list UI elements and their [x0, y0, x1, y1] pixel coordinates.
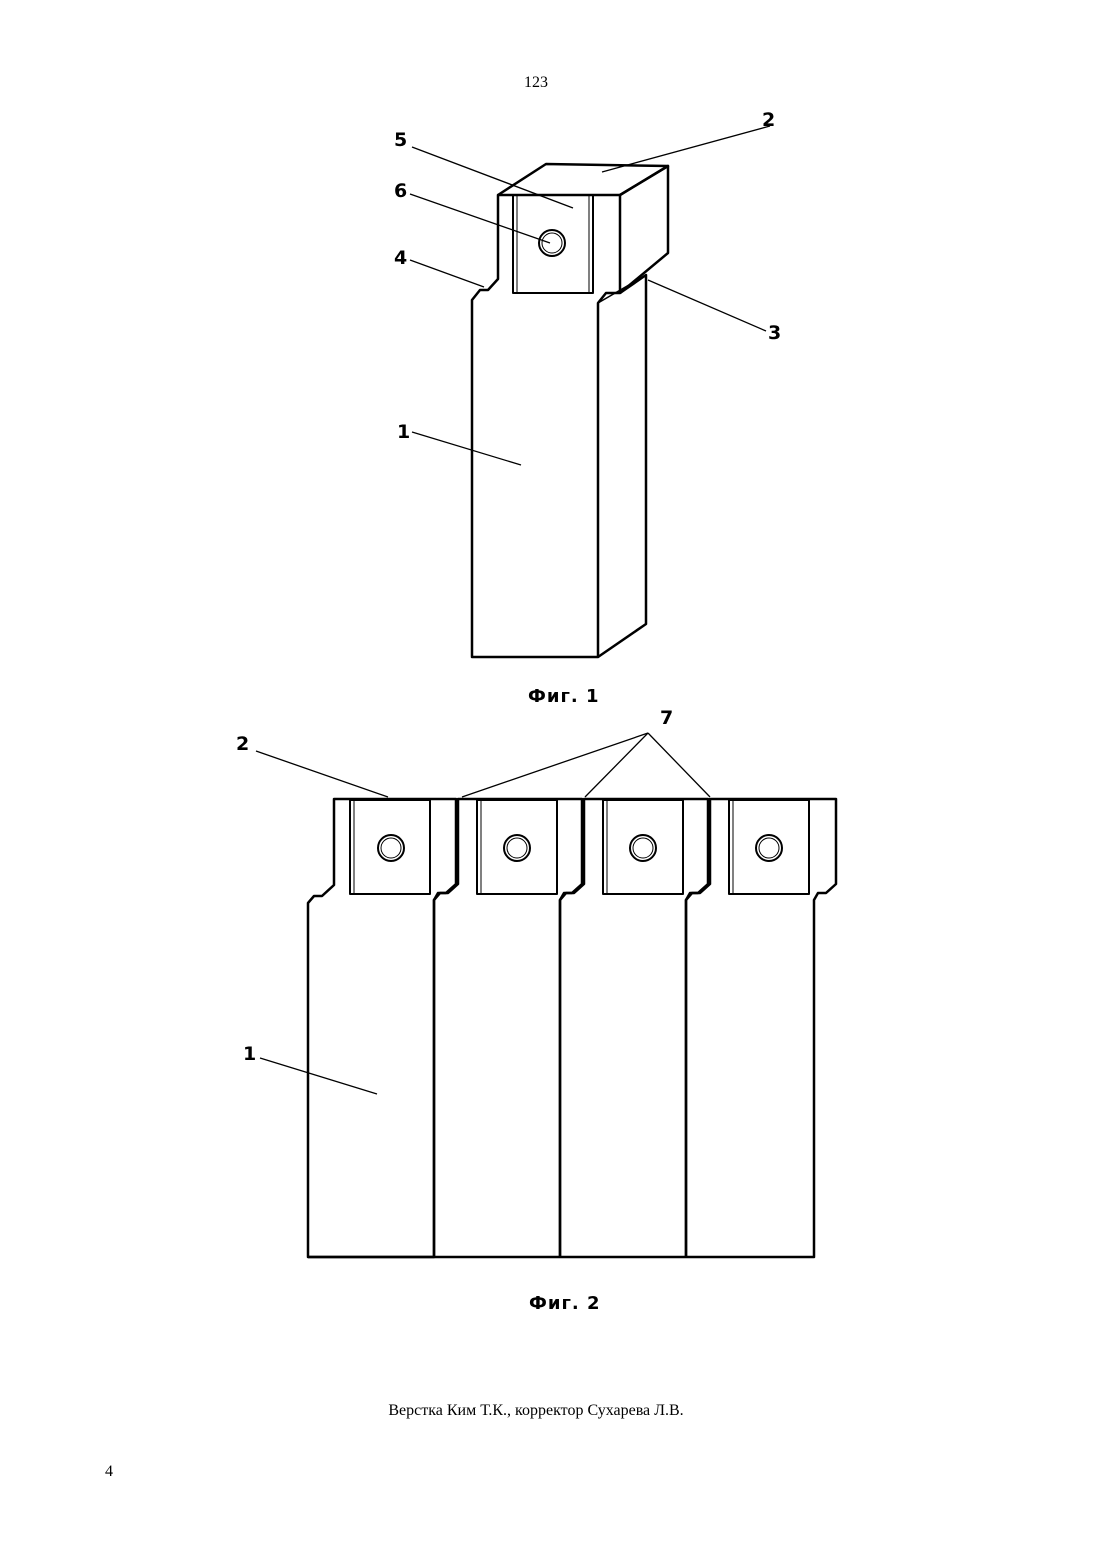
fig2-insert-4 — [729, 800, 809, 894]
fig2-insert-2 — [477, 800, 557, 894]
fig2-insert-1 — [350, 800, 430, 894]
fig2-hole-1 — [378, 835, 404, 861]
fig1-label-4: 4 — [394, 247, 407, 269]
figure1-drawing — [472, 164, 668, 657]
fig2-hole-3 — [630, 835, 656, 861]
fig2-body-4 — [308, 799, 836, 1257]
fig2-hole-4 — [756, 835, 782, 861]
figure2-caption: Фиг. 2 — [529, 1293, 601, 1314]
fig1-body-side — [598, 275, 646, 657]
fig2-label-2: 2 — [236, 733, 249, 755]
fig1-label-2: 2 — [762, 109, 775, 131]
footer-credits: Верстка Ким Т.К., корректор Сухарева Л.В… — [0, 1402, 1072, 1420]
fig2-label-1: 1 — [243, 1043, 256, 1065]
fig1-insert-side — [620, 166, 668, 293]
fig1-label-1: 1 — [397, 421, 410, 443]
fig2-insert-3 — [603, 800, 683, 894]
fig1-body-front — [472, 195, 620, 657]
fig1-label-6: 6 — [394, 180, 407, 202]
fig2-label-7: 7 — [660, 707, 673, 729]
bottom-page-number: 4 — [105, 1463, 113, 1481]
fig1-screw-hole — [539, 230, 565, 256]
fig2-hole-2 — [504, 835, 530, 861]
figure1-caption: Фиг. 1 — [528, 686, 600, 707]
fig1-label-3: 3 — [768, 322, 781, 344]
figure2-drawing — [308, 799, 836, 1257]
fig1-insert-face — [513, 195, 593, 293]
fig1-label-5: 5 — [394, 129, 407, 151]
fig1-insert-top — [498, 164, 668, 195]
